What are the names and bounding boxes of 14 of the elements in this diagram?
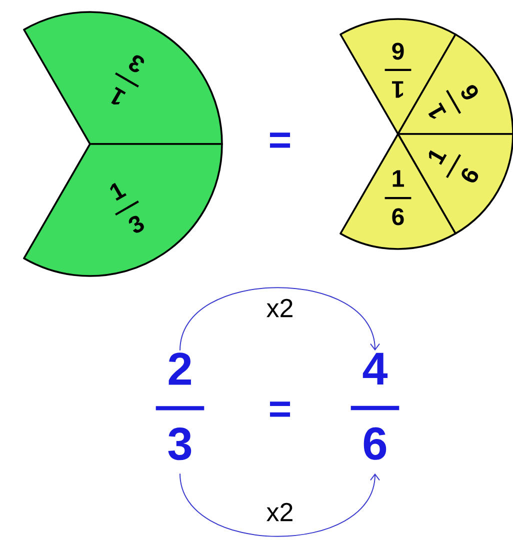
edge-label: x2 (265, 298, 295, 318)
node-label: 6 (461, 85, 478, 100)
pie-sector: 1 3 (23, 143, 223, 277)
pie-sector: 1 3 (23, 11, 223, 145)
fraction: 4 6 (350, 352, 400, 460)
node-label: 1 (428, 150, 447, 165)
node-label: 6 (462, 168, 478, 182)
edge-label: x2 (265, 502, 295, 522)
fraction: 2 3 (156, 352, 204, 460)
equals-sign: = (270, 402, 290, 417)
equals-sign: = (270, 132, 290, 148)
node-label: 1 (428, 102, 446, 119)
curved-arrow (180, 287, 380, 351)
curved-arrow (180, 473, 380, 537)
